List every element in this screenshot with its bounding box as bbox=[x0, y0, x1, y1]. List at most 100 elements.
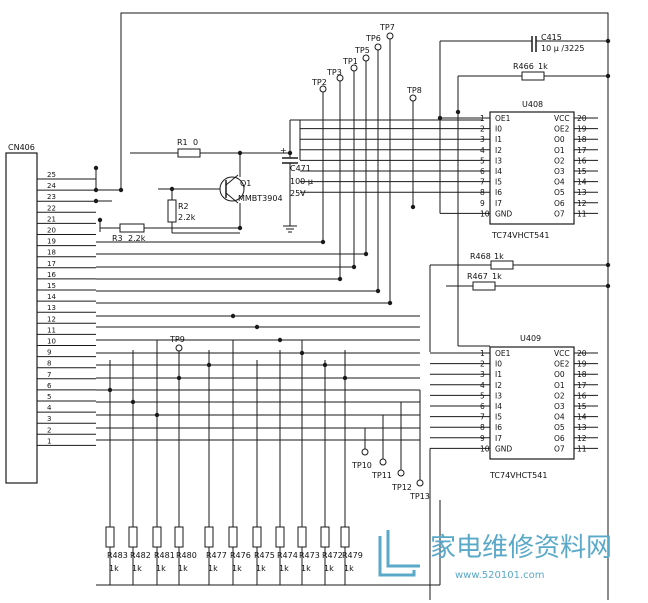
u408-pin-number: 16 bbox=[577, 156, 587, 165]
testpoint-tp12: TP12 bbox=[391, 469, 412, 492]
u408-pin-name: I1 bbox=[495, 135, 502, 144]
u409-pin-number: 5 bbox=[480, 391, 485, 400]
bottom-resistor-value: 1k bbox=[109, 564, 119, 573]
u409-pin-name: O5 bbox=[554, 423, 565, 432]
u409-pin-number: 18 bbox=[577, 370, 587, 379]
connector-cn406: CN406 2524232221201918171615141312111098… bbox=[5, 143, 56, 484]
connector-pin-label: 12 bbox=[47, 315, 56, 323]
u409-pin-number: 9 bbox=[480, 434, 485, 443]
u409-pin-number: 15 bbox=[577, 402, 587, 411]
connector-pin-label: 13 bbox=[47, 304, 56, 312]
r3-ref: R3 bbox=[112, 234, 123, 243]
bottom-resistor-body bbox=[204, 526, 214, 548]
u409-pin-number: 11 bbox=[577, 444, 587, 453]
connector-pin-label: 8 bbox=[47, 360, 51, 368]
connector-pin-label: 11 bbox=[47, 326, 56, 334]
u409-pin-number: 8 bbox=[480, 423, 485, 432]
q1-part: MMBT3904 bbox=[238, 194, 283, 203]
r466-value: 1k bbox=[538, 62, 548, 71]
c471-voltage: 25V bbox=[290, 189, 306, 198]
u408-pin-name: GND bbox=[495, 209, 512, 218]
bottom-resistor-ref: R479 bbox=[342, 551, 363, 560]
u408-pin-number: 8 bbox=[480, 188, 485, 197]
tp3-label: TP3 bbox=[326, 68, 342, 77]
bottom-resistor-array: R4831kR4821kR4811kR4801kR4771kR4761kR475… bbox=[105, 526, 363, 573]
watermark-site: www.520101.com bbox=[455, 570, 545, 581]
tp7-label: TP7 bbox=[379, 23, 395, 32]
connector-ref: CN406 bbox=[8, 143, 35, 152]
capacitor-c471: + C471 100 μ 25V bbox=[280, 146, 313, 233]
tp5-label: TP5 bbox=[354, 46, 370, 55]
u409-pin-number: 2 bbox=[480, 360, 485, 369]
testpoint-tp6: TP6 bbox=[365, 34, 382, 51]
u408-pin-name: O3 bbox=[554, 167, 565, 176]
bottom-resistor-ref: R475 bbox=[254, 551, 275, 560]
tp9-label: TP9 bbox=[169, 335, 185, 344]
bottom-resistor-body bbox=[297, 526, 307, 548]
testpoint-tp10: TP10 bbox=[351, 448, 372, 470]
tp2-label: TP2 bbox=[311, 78, 327, 87]
connector-pin-label: 4 bbox=[47, 404, 52, 412]
u409-pin-name: O0 bbox=[554, 370, 565, 379]
u408-pin-number: 12 bbox=[577, 199, 587, 208]
u409-pin-name: VCC bbox=[554, 349, 570, 358]
bottom-resistor-value: 1k bbox=[232, 564, 242, 573]
u409-pin-name: I5 bbox=[495, 413, 502, 422]
connector-pin-label: 3 bbox=[47, 415, 51, 423]
u408-pin-number: 11 bbox=[577, 209, 587, 218]
u408-pin-name: O6 bbox=[554, 199, 565, 208]
connector-pin-label: 5 bbox=[47, 393, 51, 401]
u409-pin-name: I6 bbox=[495, 423, 502, 432]
bottom-resistor-body bbox=[152, 526, 162, 548]
r2-body bbox=[167, 199, 177, 223]
r468-value: 1k bbox=[494, 252, 504, 261]
testpoint-tp11: TP11 bbox=[371, 458, 392, 480]
u408-pin-name: OE2 bbox=[554, 125, 570, 134]
bottom-resistor-ref: R477 bbox=[206, 551, 227, 560]
bottom-resistor-ref: R483 bbox=[107, 551, 128, 560]
resistor-r468: R468 1k bbox=[470, 252, 514, 270]
u408-pin-number: 13 bbox=[577, 188, 587, 197]
u409-pin-number: 13 bbox=[577, 423, 587, 432]
connector-pin-label: 21 bbox=[47, 215, 56, 223]
u409-pin-number: 4 bbox=[480, 381, 485, 390]
u409-pin-name: O2 bbox=[554, 391, 565, 400]
resistor-r466: R466 1k bbox=[513, 62, 548, 81]
resistor-r1: R1 0 bbox=[177, 138, 201, 158]
bottom-resistor-value: 1k bbox=[301, 564, 311, 573]
c471-value: 100 μ bbox=[290, 177, 313, 186]
u409-pin-name: GND bbox=[495, 444, 512, 453]
connector-pin-label: 19 bbox=[47, 238, 56, 246]
c471-ref: C471 bbox=[290, 164, 311, 173]
u409-pin-name: I3 bbox=[495, 391, 502, 400]
u409-pin-name: O6 bbox=[554, 434, 565, 443]
bottom-resistor-ref: R480 bbox=[176, 551, 197, 560]
connector-pin-label: 18 bbox=[47, 249, 56, 257]
u409-part: TC74VHCT541 bbox=[489, 471, 547, 480]
bottom-resistor-body bbox=[340, 526, 350, 548]
r468-body bbox=[490, 260, 514, 270]
r1-ref: R1 bbox=[177, 138, 188, 147]
wire-layer bbox=[37, 12, 609, 600]
transistor-q1: Q1 MMBT3904 bbox=[219, 174, 283, 204]
bottom-resistor-value: 1k bbox=[208, 564, 218, 573]
u408-pin-name: OE1 bbox=[495, 114, 511, 123]
connector-pin-label: 15 bbox=[47, 282, 56, 290]
u409-pin-number: 20 bbox=[577, 349, 587, 358]
connector-pin-label: 22 bbox=[47, 204, 56, 212]
bottom-resistor-value: 1k bbox=[178, 564, 188, 573]
u408-pin-number: 14 bbox=[577, 178, 587, 187]
u409-pin-number: 7 bbox=[480, 413, 485, 422]
q1-body bbox=[219, 176, 245, 202]
r468-ref: R468 bbox=[470, 252, 491, 261]
tp8-label: TP8 bbox=[406, 86, 422, 95]
connector-pin-label: 7 bbox=[47, 371, 51, 379]
bottom-resistor-ref: R474 bbox=[277, 551, 298, 560]
u408-part: TC74VHCT541 bbox=[491, 231, 549, 240]
connector-pin-label: 6 bbox=[47, 382, 52, 390]
connector-pin-label: 14 bbox=[47, 293, 56, 301]
r467-ref: R467 bbox=[467, 272, 488, 281]
